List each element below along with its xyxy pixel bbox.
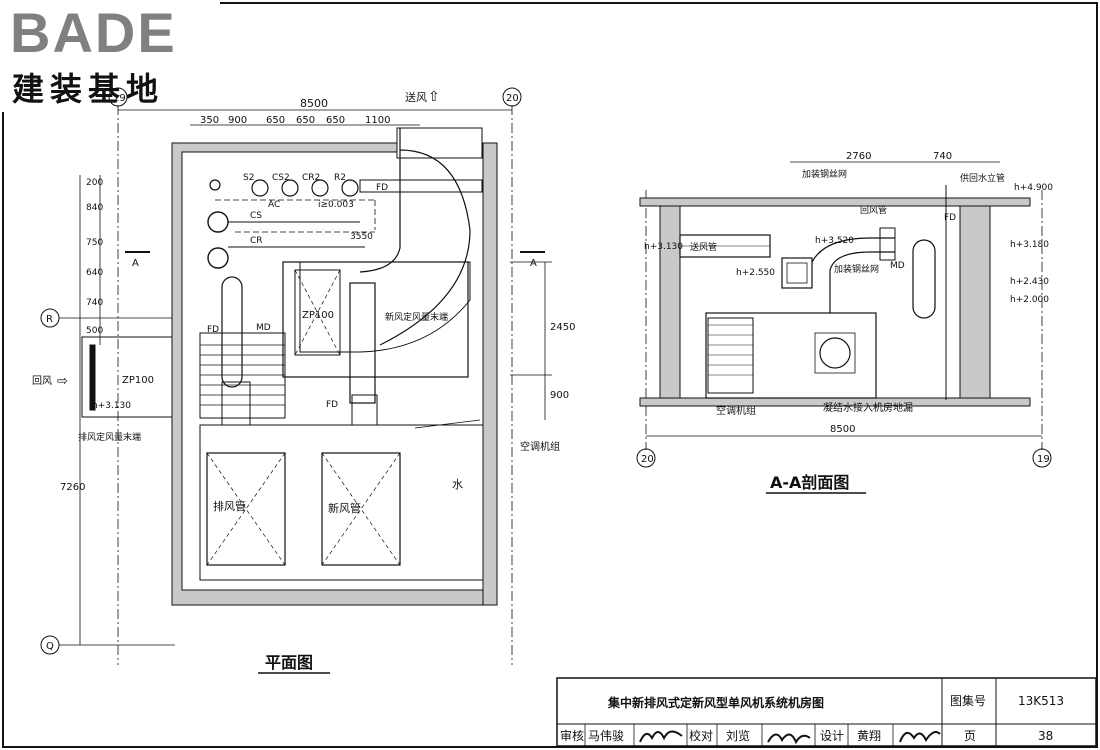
- dim-top-4: 650: [296, 115, 315, 126]
- drain-label: 凝结水接入机房地漏: [823, 401, 913, 414]
- checker-name: 刘览: [726, 728, 750, 743]
- atlas-number: 13K513: [1018, 694, 1064, 708]
- page-label: 页: [964, 729, 976, 743]
- zp100-label-b: ZP100: [122, 375, 154, 386]
- exhaust-end-label: 排风定风量末端: [78, 431, 141, 443]
- fd-label-1: FD: [376, 183, 388, 193]
- mesh-label-2: 加装钢丝网: [834, 263, 879, 275]
- pipe-label-cs: CS: [250, 211, 262, 221]
- return-air-label: 回风: [32, 375, 52, 387]
- level-4900: h+4.900: [1014, 183, 1053, 193]
- pipe-label-cs2: CS2: [272, 173, 290, 183]
- plan-view: [40, 87, 552, 665]
- fresh-shaft-label: 新风管: [328, 501, 361, 515]
- section-md-label: MD: [890, 261, 905, 271]
- review-label: 审核: [560, 728, 584, 743]
- design-label: 设计: [820, 729, 844, 743]
- page-number: 38: [1038, 729, 1053, 743]
- designer-name: 黄翔: [857, 729, 881, 743]
- dim-right-2: 900: [550, 390, 569, 401]
- supply-duct-label: 送风管: [690, 241, 717, 253]
- section-axis-19: 19: [1037, 454, 1050, 465]
- designer-signature: [899, 731, 941, 743]
- grid-axis-19: 19: [113, 93, 126, 104]
- right-arrow-icon: ⇨: [57, 374, 68, 389]
- dim-top-6: 1100: [365, 115, 390, 126]
- plan-labels: 19 20 R Q 8500 送风 ⇧ 350 900 650 650 650 …: [32, 89, 575, 674]
- dim-overall-height: 7260: [60, 482, 85, 493]
- fd-label-2: FD: [207, 325, 219, 335]
- logo: BADE 建装基地: [0, 0, 220, 112]
- reviewer-name: 马伟骏: [588, 729, 624, 743]
- ahu-label: 空调机组: [520, 440, 560, 453]
- zp100-label-a: ZP100: [302, 310, 334, 321]
- grid-axis-q: Q: [46, 641, 54, 652]
- dim-left-1: 200: [86, 178, 103, 188]
- up-arrow-icon: ⇧: [428, 89, 440, 105]
- dim-left-2: 840: [86, 203, 103, 213]
- plan-title: 平面图: [265, 653, 313, 672]
- atlas-label: 图集号: [950, 693, 986, 708]
- grid-axis-r: R: [46, 314, 53, 325]
- section-view: [636, 161, 1052, 468]
- return-pipe-label: 回风管: [860, 204, 887, 216]
- level-2000: h+2.000: [1010, 295, 1049, 305]
- checker-signature: [767, 733, 811, 745]
- drawing-title: 集中新排风式定新风型单风机系统机房图: [607, 695, 824, 710]
- section-dim-740: 740: [933, 151, 952, 162]
- section-ahu-label: 空调机组: [716, 404, 756, 417]
- fd-label-3: FD: [326, 400, 338, 410]
- section-marker-right: A: [530, 258, 537, 269]
- title-block: 集中新排风式定新风型单风机系统机房图 图集号 13K513 页 38 审核 马伟…: [556, 677, 1097, 747]
- dim-top-5: 650: [326, 115, 345, 126]
- pipe-label-cr2: CR2: [302, 173, 320, 183]
- pipe-label-s2: S2: [243, 173, 254, 183]
- dim-top-2: 900: [228, 115, 247, 126]
- logo-subtitle: 建装基地: [12, 70, 164, 108]
- dim-3550: 3550: [350, 232, 373, 242]
- dim-top-1: 350: [200, 115, 219, 126]
- section-fd-label: FD: [944, 213, 956, 223]
- level-3180: h+3.180: [1010, 240, 1049, 250]
- section-axis-20: 20: [641, 454, 654, 465]
- fresh-air-end-label: 新风定风量末端: [385, 311, 448, 323]
- section-dim-2760: 2760: [846, 151, 871, 162]
- dim-overall-width: 8500: [300, 97, 328, 110]
- level-2550: h+2.550: [736, 268, 775, 278]
- reviewer-signature: [639, 730, 683, 743]
- dim-right-1: 2450: [550, 322, 575, 333]
- pipe-label-ac: AC: [268, 200, 280, 210]
- dim-left-3: 750: [86, 238, 103, 248]
- section-labels: 20 19 2760 740 8500 加装钢丝网 加装钢丝网 回风管 供回水立…: [641, 151, 1053, 494]
- mesh-label-1: 加装钢丝网: [802, 168, 847, 180]
- level-2430: h+2.430: [1010, 277, 1049, 287]
- dim-left-4: 640: [86, 268, 103, 278]
- supply-riser-label: 供回水立管: [960, 172, 1005, 184]
- water-label: 水: [452, 478, 463, 491]
- pipe-label-r2: R2: [334, 173, 346, 183]
- supply-air-label: 送风: [405, 90, 427, 104]
- grid-axis-20: 20: [506, 93, 519, 104]
- section-marker-left: A: [132, 258, 139, 269]
- height-label: h+3.130: [92, 401, 131, 411]
- check-label: 校对: [689, 728, 713, 743]
- section-dim-8500: 8500: [830, 424, 855, 435]
- dim-top-3: 650: [266, 115, 285, 126]
- level-3130: h+3.130: [644, 242, 683, 252]
- dim-left-6: 500: [86, 326, 103, 336]
- md-label: MD: [256, 323, 271, 333]
- slope-label: i≥0.003: [318, 200, 354, 210]
- logo-brand: BADE: [10, 1, 177, 64]
- exhaust-shaft-label: 排风管: [213, 499, 246, 513]
- level-3520: h+3.520: [815, 236, 854, 246]
- pipe-label-cr: CR: [250, 236, 263, 246]
- dim-left-5: 740: [86, 298, 103, 308]
- section-title: A-A剖面图: [770, 473, 849, 492]
